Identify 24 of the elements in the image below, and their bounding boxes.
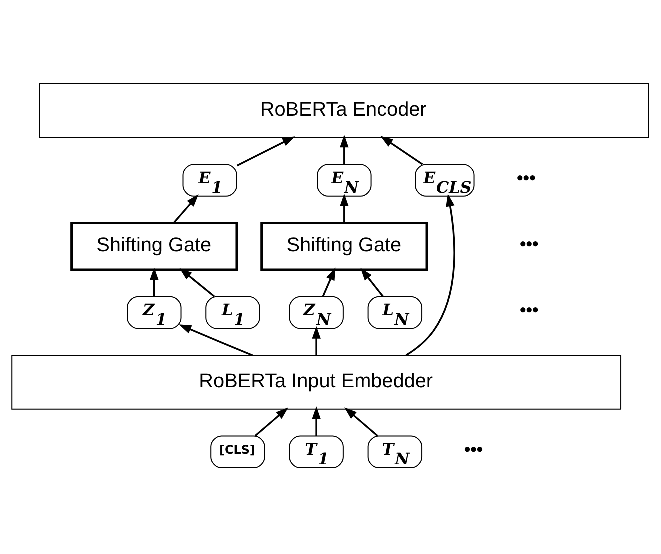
arrow <box>312 326 321 356</box>
node-box: Shifting Gate <box>70 222 238 272</box>
arrow <box>340 135 349 164</box>
arrow <box>180 268 215 298</box>
arrow <box>173 194 199 224</box>
arrow <box>236 136 296 167</box>
node-box: RoBERTa Input Embedder <box>12 355 622 410</box>
arrow <box>360 268 384 298</box>
arrow <box>380 136 424 166</box>
arrow <box>254 408 289 437</box>
arrow <box>179 324 254 356</box>
arrow <box>150 268 159 297</box>
label: ••• <box>517 168 536 188</box>
label: ••• <box>464 439 484 460</box>
label: ••• <box>520 300 539 320</box>
node-box: [CLS] <box>210 436 266 469</box>
arrow <box>340 194 349 224</box>
arrow <box>406 194 456 356</box>
node-box: Shifting Gate <box>260 222 428 272</box>
arrow <box>322 268 336 297</box>
node-box: RoBERTa Encoder <box>39 83 650 138</box>
arrow <box>312 406 321 436</box>
label: ••• <box>520 234 539 254</box>
arrow <box>344 408 378 437</box>
